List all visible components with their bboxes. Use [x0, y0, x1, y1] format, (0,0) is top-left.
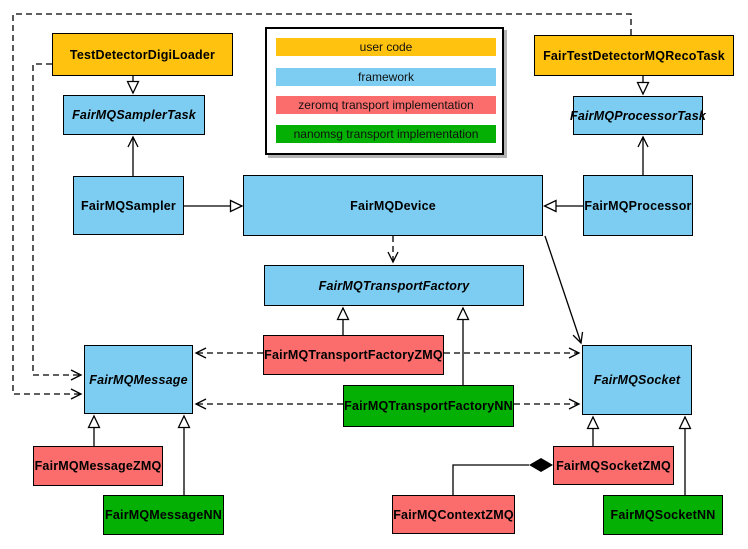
legend-item-nanomsg: nanomsg transport implementation: [276, 125, 496, 143]
node-fair-mq-message-zmq: FairMQMessageZMQ: [33, 446, 163, 486]
edge-socketzmq-owns-contextzmq: [452, 464, 529, 495]
node-fair-mq-socket-zmq: FairMQSocketZMQ: [553, 446, 674, 485]
node-fair-mq-processor-task: FairMQProcessorTask: [570, 96, 706, 135]
node-fair-mq-processor: FairMQProcessor: [583, 175, 693, 236]
node-fair-mq-socket: FairMQSocket: [582, 345, 692, 415]
edge-device-uses-socket: [544, 235, 584, 345]
node-fair-mq-transport-factory-zmq: FairMQTransportFactoryZMQ: [263, 335, 444, 375]
node-fair-test-detector-mq-reco-task: FairTestDetectorMQRecoTask: [534, 35, 734, 76]
composition-diamond: [529, 458, 553, 472]
legend-item-user-code: user code: [276, 38, 496, 56]
edge-digiloader-depends-message: [32, 63, 83, 381]
node-test-detector-digi-loader: TestDetectorDigiLoader: [52, 33, 233, 76]
legend: user code framework zeromq transport imp…: [265, 27, 504, 155]
node-fair-mq-transport-factory-nn: FairMQTransportFactoryNN: [343, 385, 514, 427]
node-fair-mq-device: FairMQDevice: [243, 175, 543, 236]
legend-item-framework: framework: [276, 68, 496, 86]
node-fair-mq-context-zmq: FairMQContextZMQ: [392, 495, 515, 534]
node-fair-mq-message-nn: FairMQMessageNN: [103, 495, 224, 535]
node-fair-mq-sampler: FairMQSampler: [73, 176, 184, 235]
edge-recotask-depends-message: [12, 13, 632, 400]
legend-item-zeromq: zeromq transport implementation: [276, 96, 496, 114]
node-fair-mq-transport-factory: FairMQTransportFactory: [264, 265, 524, 306]
node-fair-mq-socket-nn: FairMQSocketNN: [603, 495, 723, 535]
node-fair-mq-message: FairMQMessage: [84, 345, 193, 414]
node-fair-mq-sampler-task: FairMQSamplerTask: [63, 95, 205, 135]
